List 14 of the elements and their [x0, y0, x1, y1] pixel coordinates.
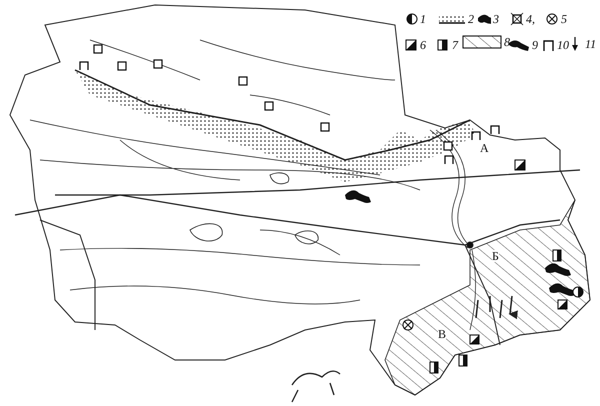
region-letter: В	[438, 328, 446, 340]
legend-number: 10	[557, 39, 569, 51]
legend-number: 4,	[526, 13, 535, 25]
legend-number: 7	[452, 39, 458, 51]
region-letter: Б	[492, 250, 499, 262]
legend-number: 6	[420, 39, 426, 51]
legend-number: 1	[420, 13, 426, 25]
region-letter: А	[480, 142, 489, 154]
legend-number: 2	[468, 13, 474, 25]
legend-number: 5	[561, 13, 567, 25]
legend-number: 8	[504, 36, 510, 48]
legend-number: 9	[532, 39, 538, 51]
legend-number: 11	[585, 38, 596, 50]
legend-number: 3	[493, 13, 499, 25]
